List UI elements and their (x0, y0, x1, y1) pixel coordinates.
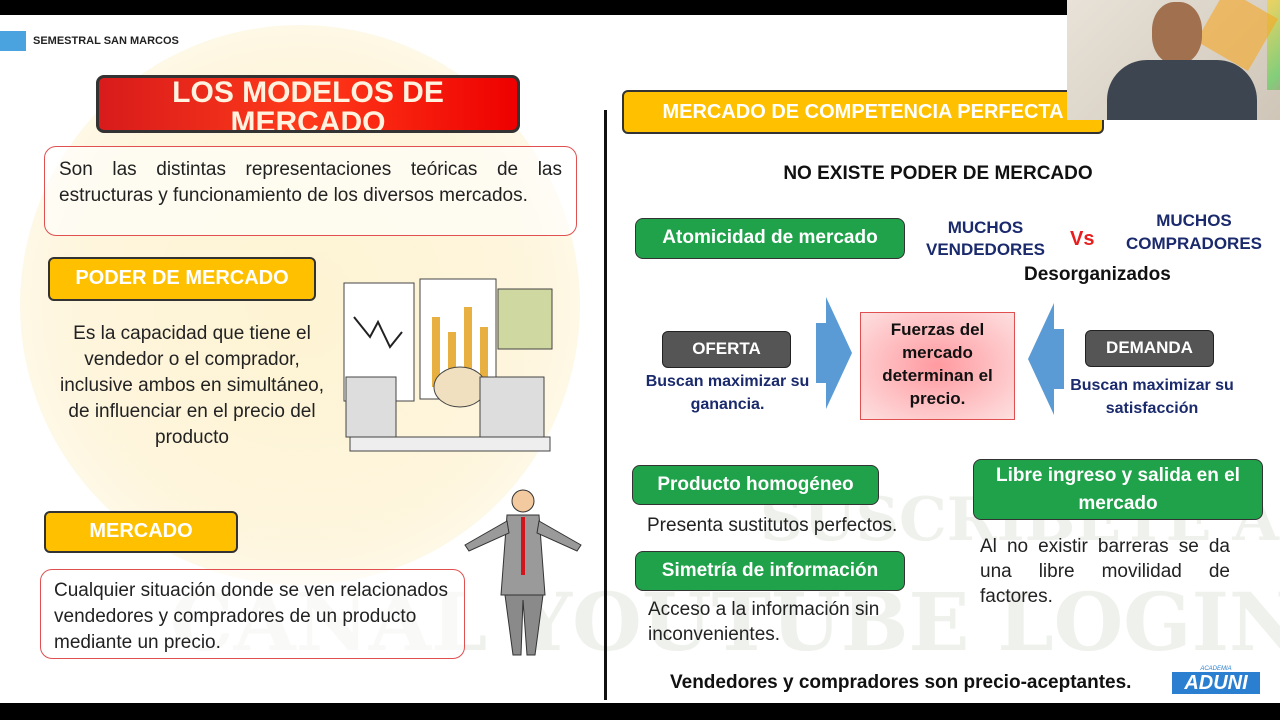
left-title: LOS MODELOS DE MERCADO (96, 75, 520, 133)
office-illustration (343, 278, 553, 452)
demanda-text: Buscan maximizar su satisfacción (1070, 377, 1234, 417)
simetria-label: Simetría de información (635, 551, 905, 591)
muchos-vendedores: MUCHOS VENDEDORES (925, 218, 1046, 259)
mercado-text-box: Cualquier situación donde se ven relacio… (40, 569, 465, 659)
subtitle: NO EXISTE PODER DE MERCADO (783, 163, 1093, 184)
right-arrow-icon (816, 297, 852, 409)
vs-label: Vs (1070, 228, 1095, 250)
oferta-label: OFERTA (662, 331, 791, 368)
fuerzas-box: Fuerzas del mercado determinan el precio… (860, 312, 1015, 420)
column-divider (604, 110, 607, 700)
header-label: SEMESTRAL SAN MARCOS (33, 35, 179, 47)
poder-text: Es la capacidad que tiene el vendedor o … (59, 323, 325, 448)
aduni-logo: ACADEMIA ADUNI (1172, 666, 1260, 694)
muchos-compradores: MUCHOS COMPRADORES (1125, 211, 1262, 253)
libre-ingreso-label: Libre ingreso y salida en el mercado (973, 459, 1263, 520)
oferta-text: Buscan maximizar su ganancia. (645, 373, 810, 413)
producto-text: Presenta sustitutos perfectos. (647, 515, 898, 536)
confused-man-illustration (464, 489, 582, 656)
webcam-overlay (1067, 0, 1280, 120)
header-accent (0, 31, 26, 51)
slide: SUSCRÍBETE A CANAL YOUTUBE LOGIN MATHS S… (0, 15, 1280, 703)
simetria-text: Acceso a la información sin inconvenient… (648, 599, 880, 645)
left-arrow-icon (1028, 303, 1064, 415)
logo-name: ADUNI (1172, 672, 1260, 694)
atomicidad-label: Atomicidad de mercado (635, 218, 905, 259)
right-title: MERCADO DE COMPETENCIA PERFECTA (622, 90, 1104, 134)
logo-top: ACADEMIA (1200, 666, 1232, 672)
poder-de-mercado-label: PODER DE MERCADO (48, 257, 316, 301)
footer-statement: Vendedores y compradores son precio-acep… (670, 672, 1132, 693)
definition-box: Son las distintas representaciones teóri… (44, 146, 577, 236)
producto-homogeneo-label: Producto homogéneo (632, 465, 879, 505)
demanda-label: DEMANDA (1085, 330, 1214, 367)
libre-text: Al no existir barreras se da una libre m… (980, 536, 1230, 607)
mercado-label: MERCADO (44, 511, 238, 553)
desorganizados: Desorganizados (1024, 264, 1171, 285)
